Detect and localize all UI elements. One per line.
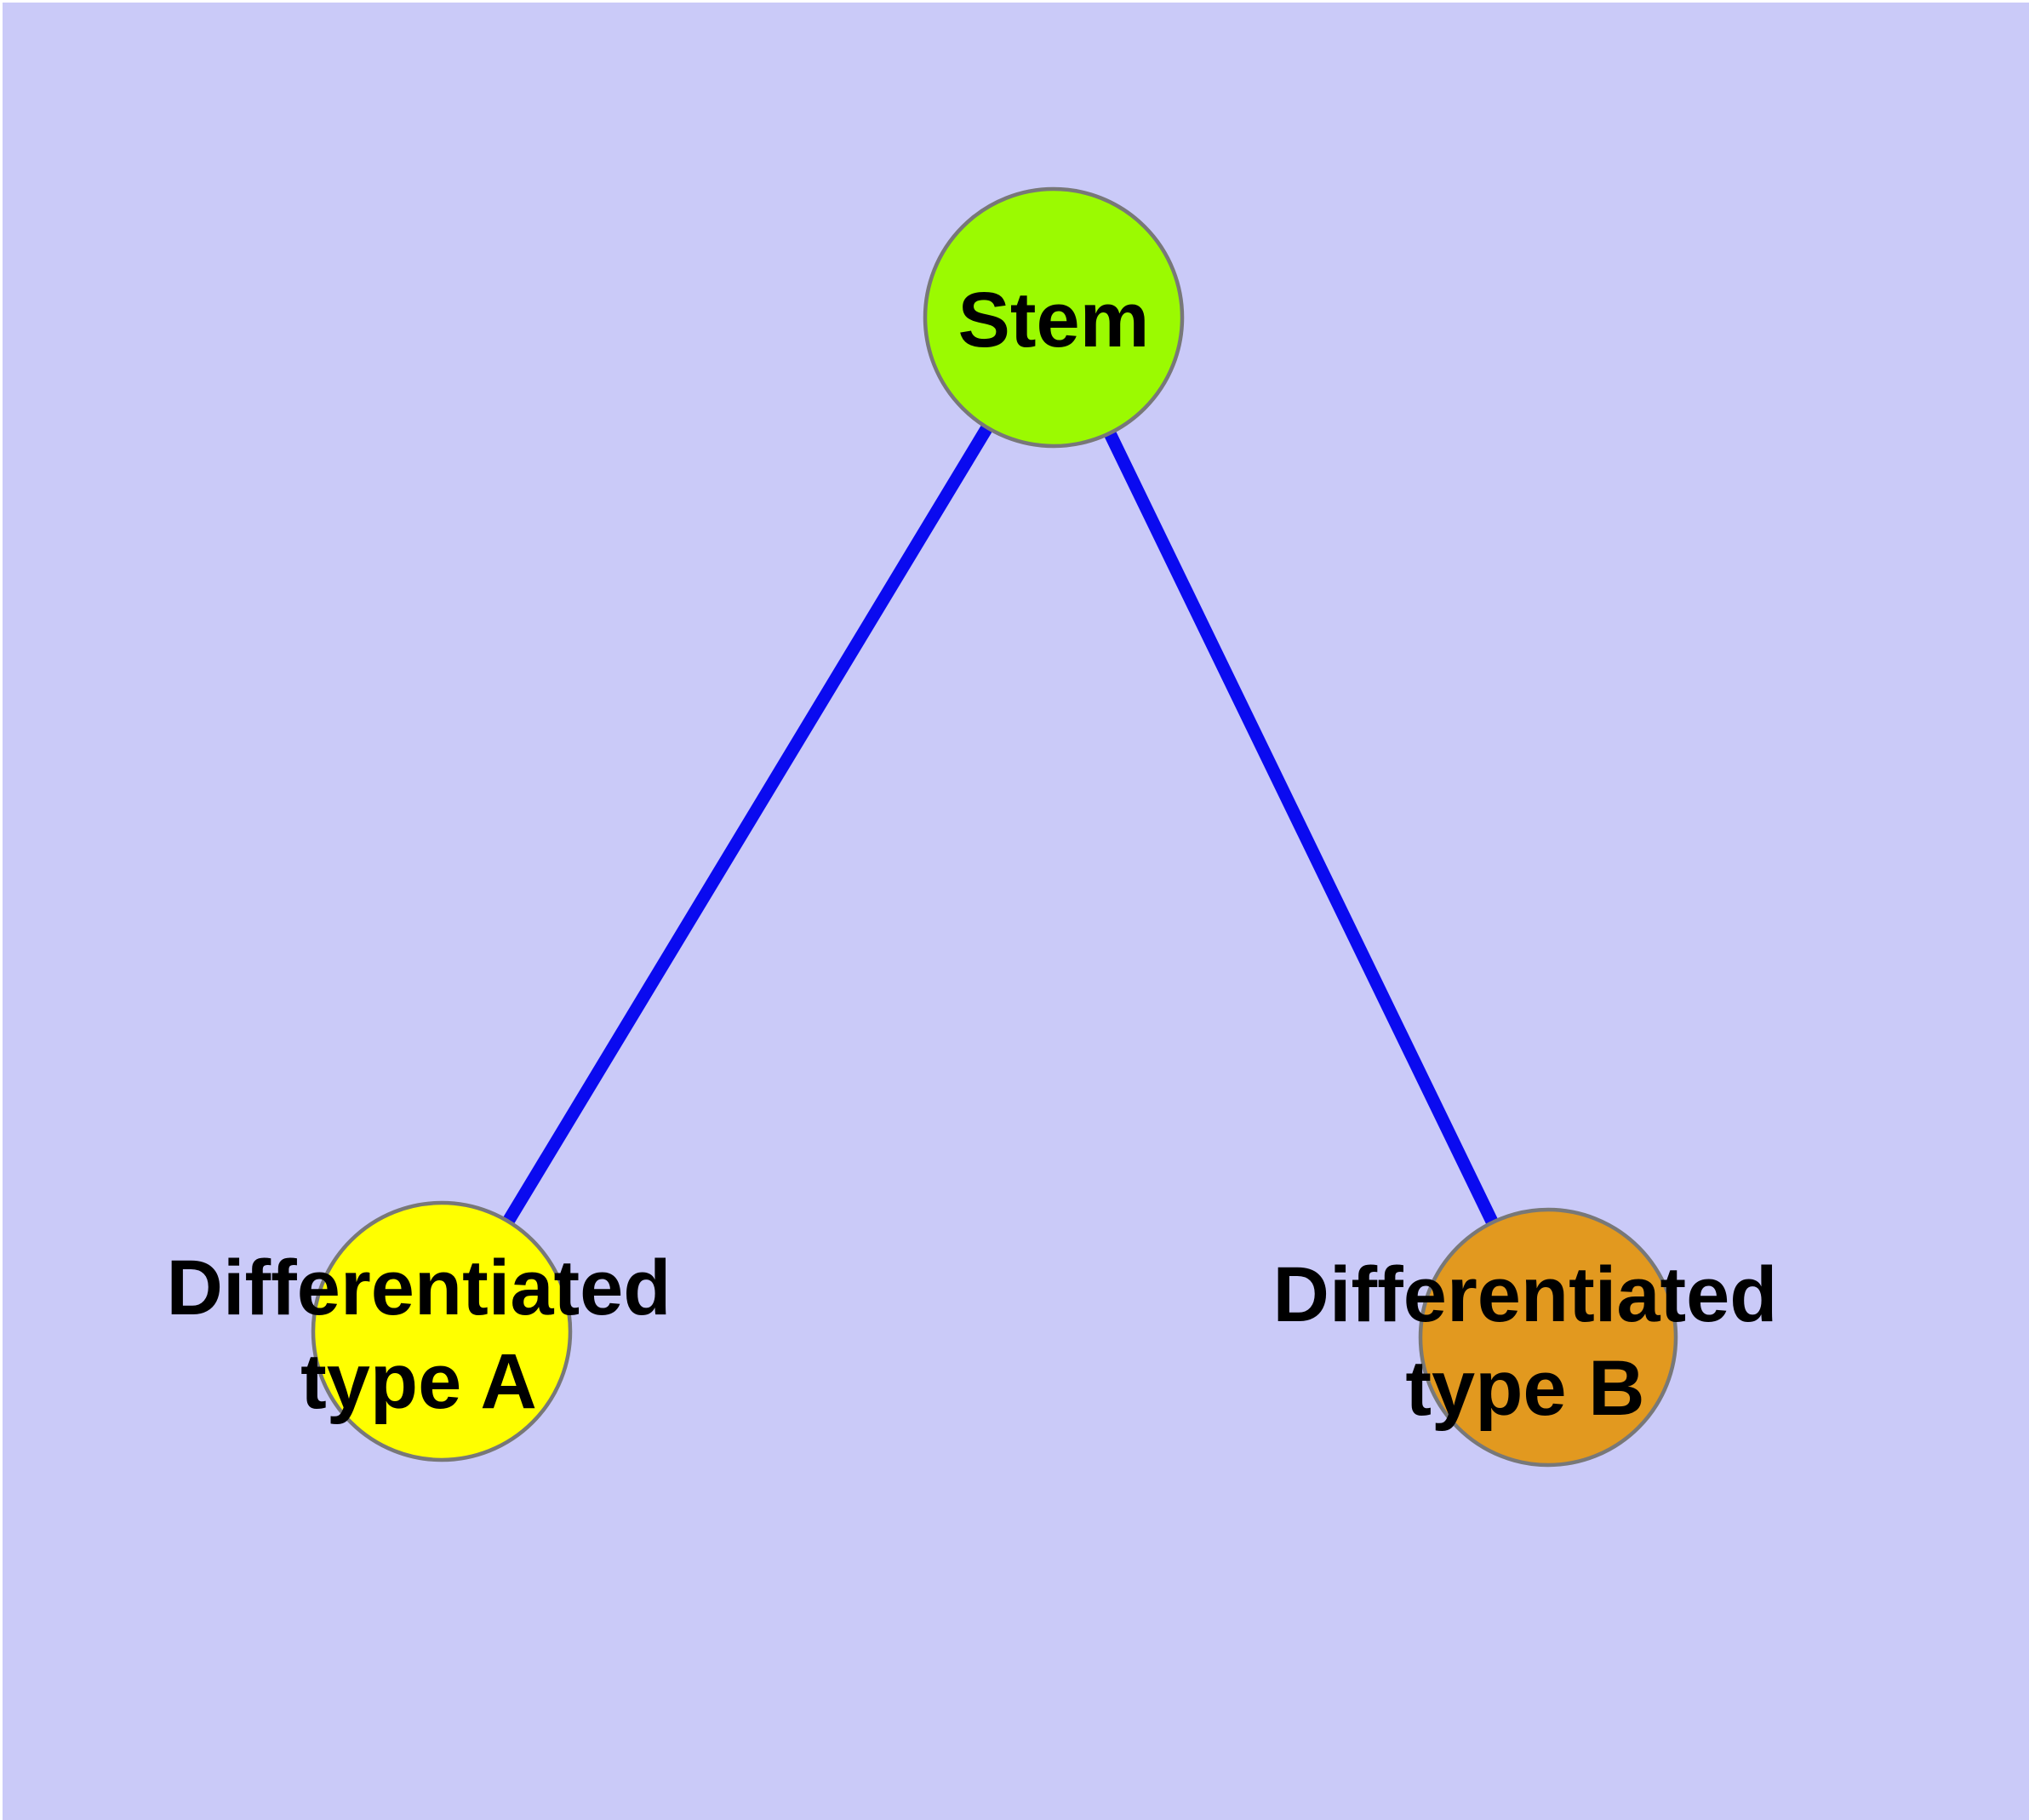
node-type-a-circle xyxy=(311,1200,573,1462)
node-stem-circle xyxy=(923,186,1185,449)
node-type-a-label-line2: type A xyxy=(300,1338,537,1425)
edge-stem-to-type-b xyxy=(1048,314,1554,1341)
node-type-a-label: Differentiated type A xyxy=(167,1241,672,1428)
node-type-a-label-line1: Differentiated xyxy=(166,1245,672,1331)
edge-stem-to-type-a xyxy=(436,314,1060,1335)
node-type-b-label-line2: type B xyxy=(1405,1345,1645,1432)
node-type-b-label: Differentiated type B xyxy=(1273,1248,1778,1435)
node-type-b-label-line1: Differentiated xyxy=(1272,1251,1778,1338)
node-stem-label: Stem xyxy=(957,277,1150,363)
node-type-b-circle xyxy=(1418,1207,1678,1468)
